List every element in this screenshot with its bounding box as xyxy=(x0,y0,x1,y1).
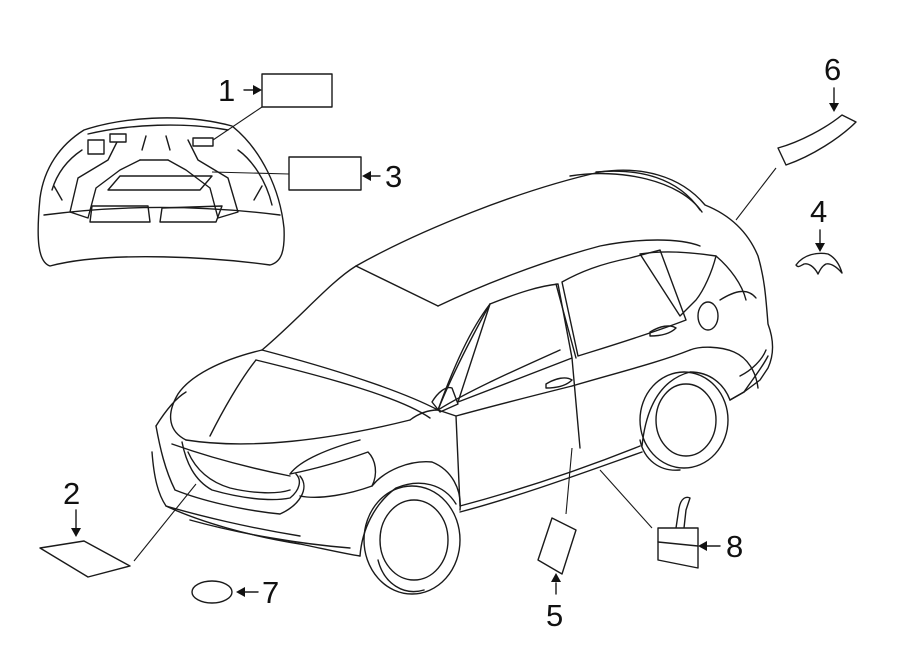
part-8-label xyxy=(599,469,721,569)
part-4-clip xyxy=(795,229,843,275)
part-6-label xyxy=(735,87,857,221)
part-1-label xyxy=(212,73,333,141)
part-3-box xyxy=(288,156,362,191)
callout-3: 3 xyxy=(385,159,402,194)
part-8-tab xyxy=(675,496,691,529)
part-6-strip xyxy=(777,114,857,166)
part-5-label xyxy=(537,447,577,595)
part-2-shape xyxy=(39,540,131,578)
part-4-shape xyxy=(795,252,843,275)
callout-6: 6 xyxy=(824,52,841,87)
part-3-label xyxy=(211,156,381,191)
callout-4: 4 xyxy=(810,194,827,229)
callout-8: 8 xyxy=(726,529,743,564)
callout-1: 1 xyxy=(218,73,235,108)
part-2-label xyxy=(39,483,197,578)
car-drawing xyxy=(151,169,774,595)
part-7-label xyxy=(191,580,259,604)
part-8-shape xyxy=(657,527,699,569)
part-5-shape xyxy=(537,517,577,575)
part-1-box xyxy=(261,73,333,108)
callout-7: 7 xyxy=(262,575,279,610)
callout-2: 2 xyxy=(63,476,80,511)
callout-5: 5 xyxy=(546,598,563,633)
hood-drawing xyxy=(37,117,285,267)
part-7-ellipse xyxy=(191,580,233,604)
